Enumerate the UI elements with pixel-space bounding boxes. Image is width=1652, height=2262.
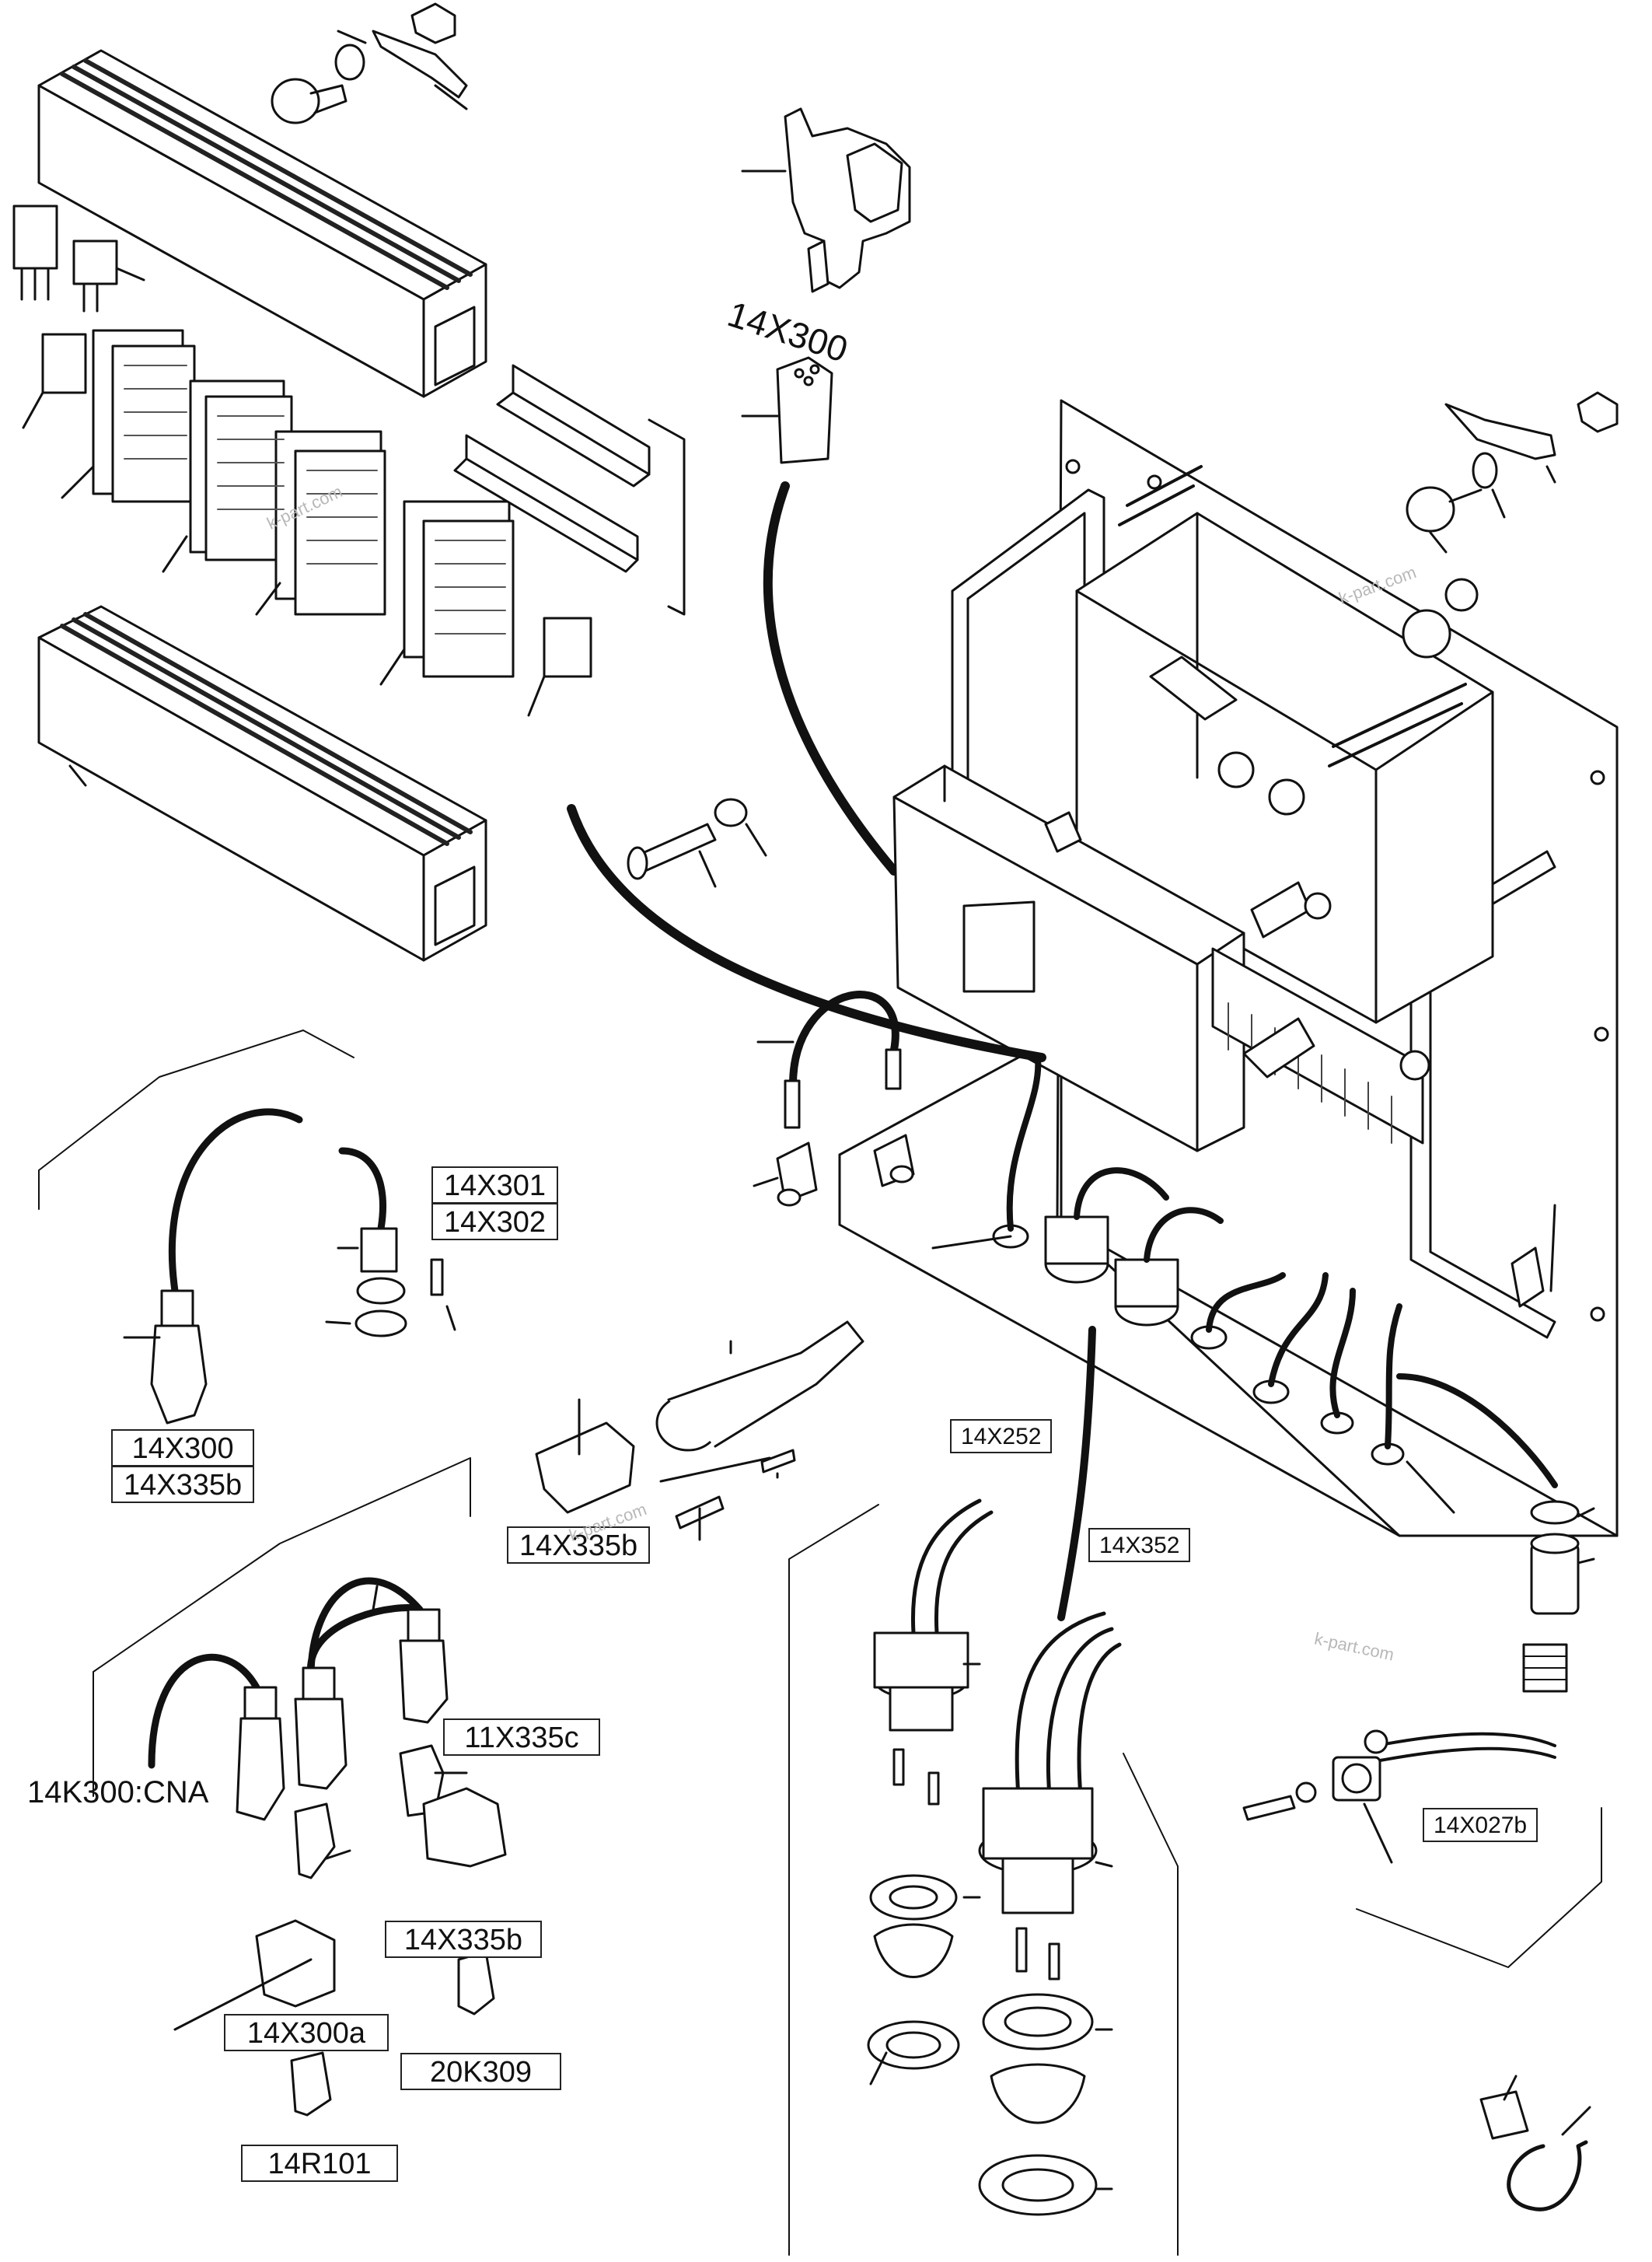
label-14x300-left: 14X300 [111,1429,255,1467]
wire-lead-center [567,804,1046,1062]
bracket-lines-center [788,1504,1179,2256]
cable-assembly-14x300 [123,1108,303,1425]
connector-plug-14x300 [741,356,833,464]
label-14x302: 14X302 [431,1204,559,1240]
din-rail-pair [453,364,686,616]
bracket-lines-left [38,1030,471,1797]
cable-duct-upper [37,49,487,398]
bolt-washer-nut-set-top [271,2,468,124]
ground-strap [753,991,915,1207]
label-14x335b-low: 14X335b [385,1921,542,1958]
bolt-washer-nut-set-right [1406,391,1619,554]
cable-tie [1479,2075,1591,2211]
label-14x335b-left: 14X335b [111,1467,255,1503]
harness-14k300-cna [148,1577,507,2117]
label-14x301: 14X301 [431,1166,559,1204]
label-14x300a: 14X300a [224,2014,389,2051]
label-14x352: 14X352 [1088,1528,1191,1562]
bracket-lines-right [1356,1807,1602,1968]
wire-lead-top [763,481,899,876]
connector-housing-14x300 [741,107,911,293]
label-20k309: 20K309 [400,2053,561,2090]
wire-lead-right [1057,1326,1096,1621]
label-14k300-cna: 14K300:CNA [27,1775,209,1809]
label-14x252: 14X252 [950,1419,1053,1453]
label-stack-14x301-14x302: 14X301 14X302 [431,1166,559,1240]
cable-gland-14x352 [978,1611,1122,2216]
label-14x027b: 14X027b [1423,1808,1538,1842]
gland-assembly-right [1522,1500,1595,1693]
connector-boot-14x335b [535,1320,864,1541]
connector-14x027b [1242,1729,1556,1864]
jumper-bridges [12,205,145,313]
screw-washer [627,798,767,888]
cable-assembly-14x301 [325,1147,456,1337]
main-enclosure [838,399,1619,1537]
label-stack-14x300-14x335b: 14X300 14X335b [111,1429,255,1503]
label-14x335b-mid: 14X335b [507,1526,651,1564]
cable-gland-14x252 [867,1498,994,2085]
cable-duct-lower [37,605,487,962]
terminal-block-row [22,329,592,717]
wire-lead-far-right [1396,1373,1558,1488]
label-11x335c: 11X335c [443,1718,600,1756]
label-14r101: 14R101 [241,2145,398,2182]
